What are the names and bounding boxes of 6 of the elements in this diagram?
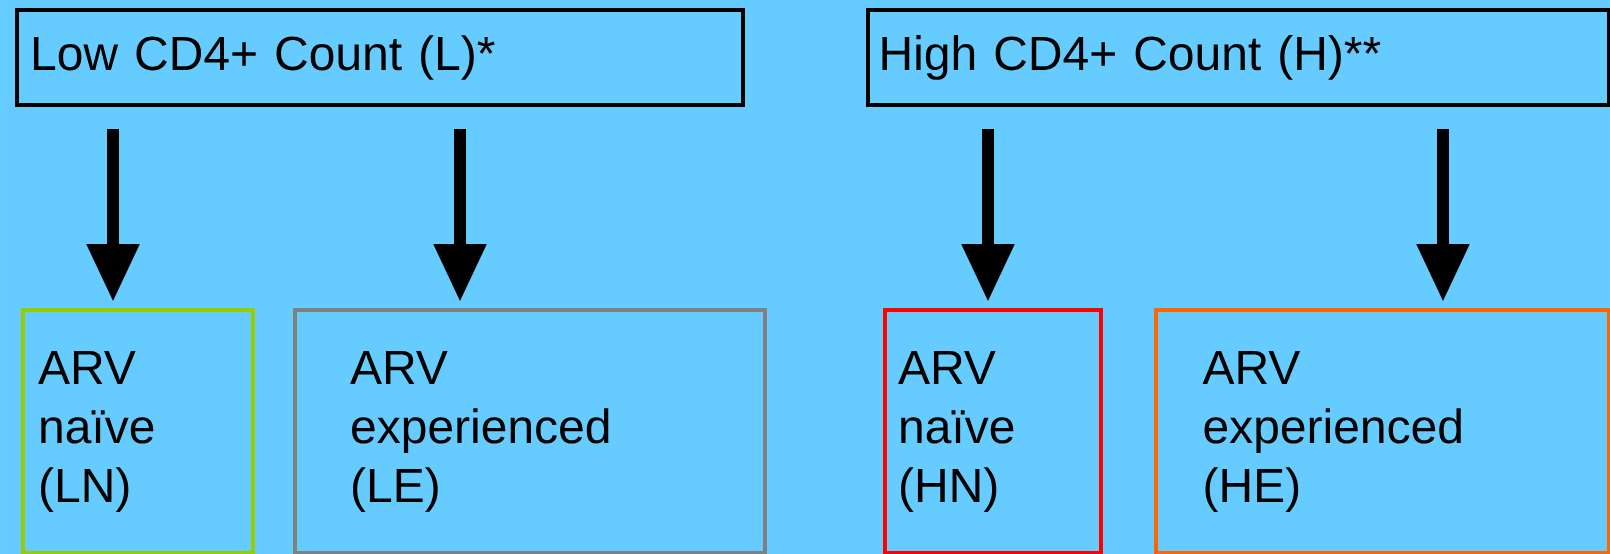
category-box: ARV naïve (HN): [883, 308, 1103, 554]
heading-box: Low CD4+ Count (L)*: [15, 8, 745, 107]
category-box: ARV experienced (HE): [1154, 308, 1610, 554]
category-box: ARV naïve (LN): [21, 308, 255, 554]
heading-box: High CD4+ Count (H)**: [866, 8, 1610, 107]
category-box: ARV experienced (LE): [293, 308, 767, 554]
